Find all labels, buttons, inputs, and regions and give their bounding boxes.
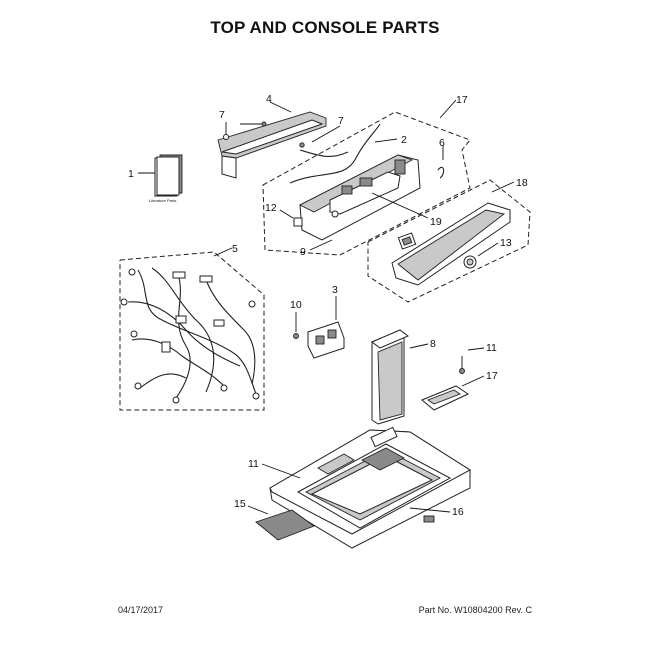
callout-3: 3 xyxy=(332,284,338,296)
callout-20: 19 xyxy=(430,216,442,228)
screw-part-7a: 7 xyxy=(219,109,267,140)
callout-4: 4 xyxy=(266,93,272,105)
lint-screen-part: 8 xyxy=(371,329,436,425)
callout-18: 17 xyxy=(486,370,498,382)
wire-harness-group: 5 xyxy=(119,243,265,411)
console-panel-group: 13 18 xyxy=(367,177,531,303)
screw-part-7b: 7 xyxy=(299,115,344,148)
literature-label: Literature Parts xyxy=(149,198,176,203)
callout-2: 2 xyxy=(401,134,407,146)
callout-15: 17 xyxy=(456,94,468,106)
footer-date: 04/17/2017 xyxy=(118,605,164,615)
console-trim-part: 4 xyxy=(217,93,327,179)
callout-17: 16 xyxy=(452,506,464,518)
callout-7b: 7 xyxy=(338,115,344,127)
callout-6: 6 xyxy=(439,137,445,149)
top-pad-part: 15 xyxy=(234,498,315,541)
console-assembly-group: 17 2 6 12 9 xyxy=(262,94,471,258)
literature-parts-booklet: Literature Parts 1 xyxy=(128,154,183,203)
callout-9: 9 xyxy=(300,246,306,258)
callout-13: 12 xyxy=(265,202,277,214)
clip-part-17: 16 xyxy=(409,506,464,523)
callout-12: 11 xyxy=(248,458,259,470)
callout-5: 5 xyxy=(232,243,238,255)
callout-16: 15 xyxy=(234,498,246,510)
footer-part-number: Part No. W10804200 Rev. C xyxy=(418,605,532,615)
control-bracket-part: 3 10 xyxy=(290,284,345,359)
callout-19: 18 xyxy=(516,177,528,189)
callout-11: 10 xyxy=(290,299,302,311)
top-panel-part: 11 xyxy=(248,426,471,549)
lint-duct-bracket-part: 17 xyxy=(421,370,498,411)
page-title: TOP AND CONSOLE PARTS xyxy=(210,18,440,37)
callout-1: 1 xyxy=(128,168,134,180)
callout-14: 13 xyxy=(500,237,512,249)
callout-10: 11 xyxy=(486,342,497,354)
callout-8: 8 xyxy=(430,338,436,350)
callout-7a: 7 xyxy=(219,109,225,121)
screw-part-10: 11 xyxy=(459,342,497,374)
